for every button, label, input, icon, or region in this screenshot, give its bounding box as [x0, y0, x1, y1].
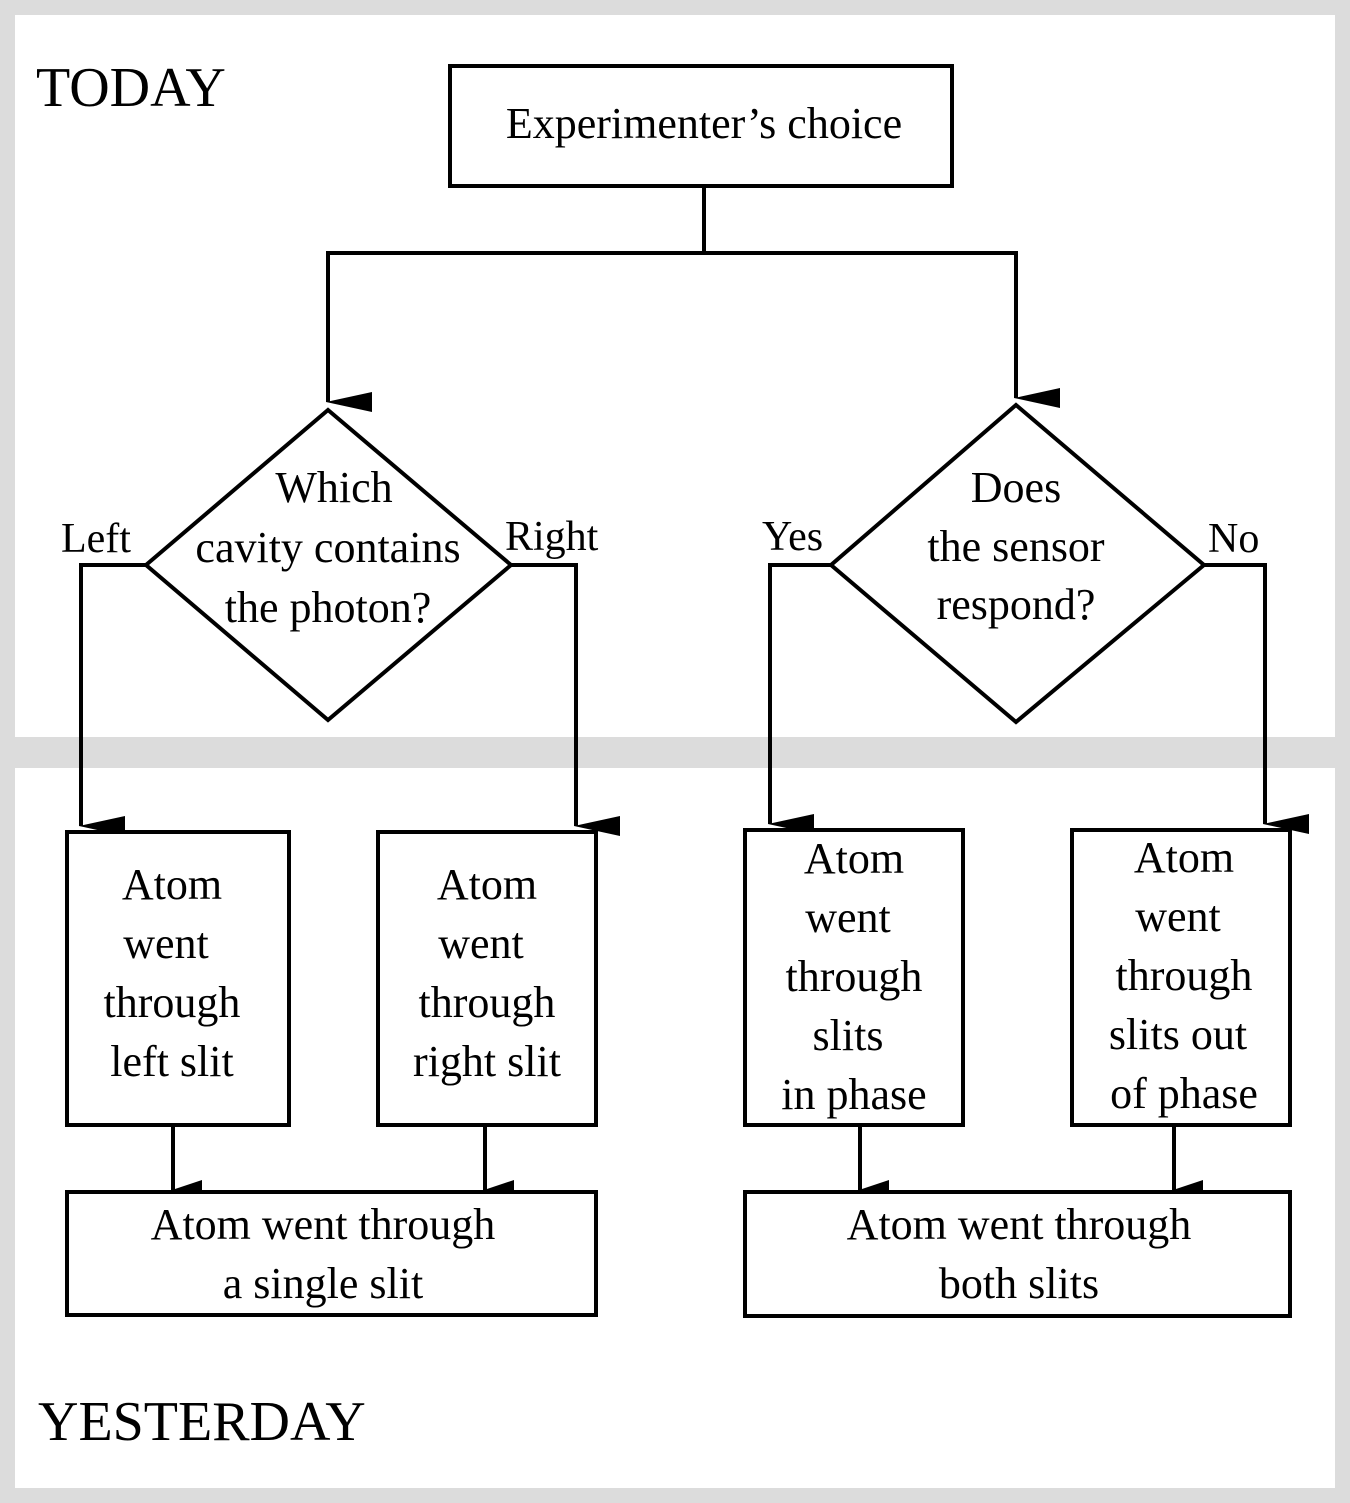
out-phase-box [1070, 828, 1292, 1127]
both-slits-text-line-2: both slits [939, 1259, 1099, 1308]
sensor-text-line-2: the sensor [927, 522, 1105, 571]
left-slit-text-line-3: through [104, 978, 241, 1027]
cavity-diamond [142, 407, 515, 723]
out-phase-text-line-3: through [1116, 951, 1253, 1000]
single-slit-text-line-1: Atom went through [151, 1200, 496, 1249]
out-phase-text-line-2: went [1135, 892, 1221, 941]
edge-choice-to-cavity [326, 186, 706, 412]
choice-text-line-1: Experimenter’s choice [506, 99, 902, 148]
edge-label-yes: Yes [762, 514, 823, 560]
yesterday-label: YESTERDAY [38, 1391, 366, 1453]
cavity-text-line-1: Which [275, 463, 392, 512]
right-slit-text-line-3: through [419, 978, 556, 1027]
in-phase-box [743, 828, 965, 1127]
in-phase-text-line-3: through [786, 952, 923, 1001]
left-slit-box [65, 830, 291, 1127]
edge-right [511, 563, 620, 836]
out-phase-text-line-4: slits out [1109, 1010, 1247, 1059]
today-label: TODAY [36, 57, 226, 119]
out-phase-text-line-5: of phase [1110, 1069, 1258, 1118]
both-slits-text-line-1: Atom went through [847, 1200, 1192, 1249]
cavity-text-line-3: the photon? [225, 583, 432, 632]
in-phase-text-line-5: in phase [781, 1070, 926, 1119]
right-slit-text-line-2: went [438, 919, 524, 968]
out-phase-text-line-1: Atom [1134, 833, 1234, 882]
right-slit-text-line-1: Atom [437, 860, 537, 909]
edge-label-right: Right [505, 514, 599, 560]
edge-label-no: No [1208, 516, 1259, 562]
node-shapes [65, 64, 1292, 1318]
left-slit-text-line-1: Atom [122, 860, 222, 909]
single-slit-box [65, 1190, 598, 1317]
sensor-text-line-3: respond? [937, 580, 1096, 629]
both-slits-box [743, 1190, 1292, 1318]
in-phase-text-line-1: Atom [804, 834, 904, 883]
edge-left [79, 563, 146, 836]
left-slit-text-line-2: went [123, 919, 209, 968]
in-phase-text-line-2: went [805, 893, 891, 942]
edge-label-left: Left [61, 516, 131, 562]
connectors [79, 186, 1309, 1200]
left-slit-text-line-4: left slit [110, 1037, 233, 1086]
edge-yes [768, 563, 831, 834]
sensor-diamond [827, 402, 1208, 725]
choice-box [448, 64, 954, 188]
edge-no [1204, 563, 1309, 834]
right-slit-box [376, 830, 598, 1127]
sensor-text-line-1: Does [971, 463, 1061, 512]
single-slit-text-line-2: a single slit [223, 1259, 423, 1308]
cavity-text-line-2: cavity contains [195, 523, 460, 572]
in-phase-text-line-4: slits [813, 1011, 884, 1060]
right-slit-text-line-4: right slit [413, 1037, 561, 1086]
edge-choice-to-sensor [704, 251, 1060, 408]
